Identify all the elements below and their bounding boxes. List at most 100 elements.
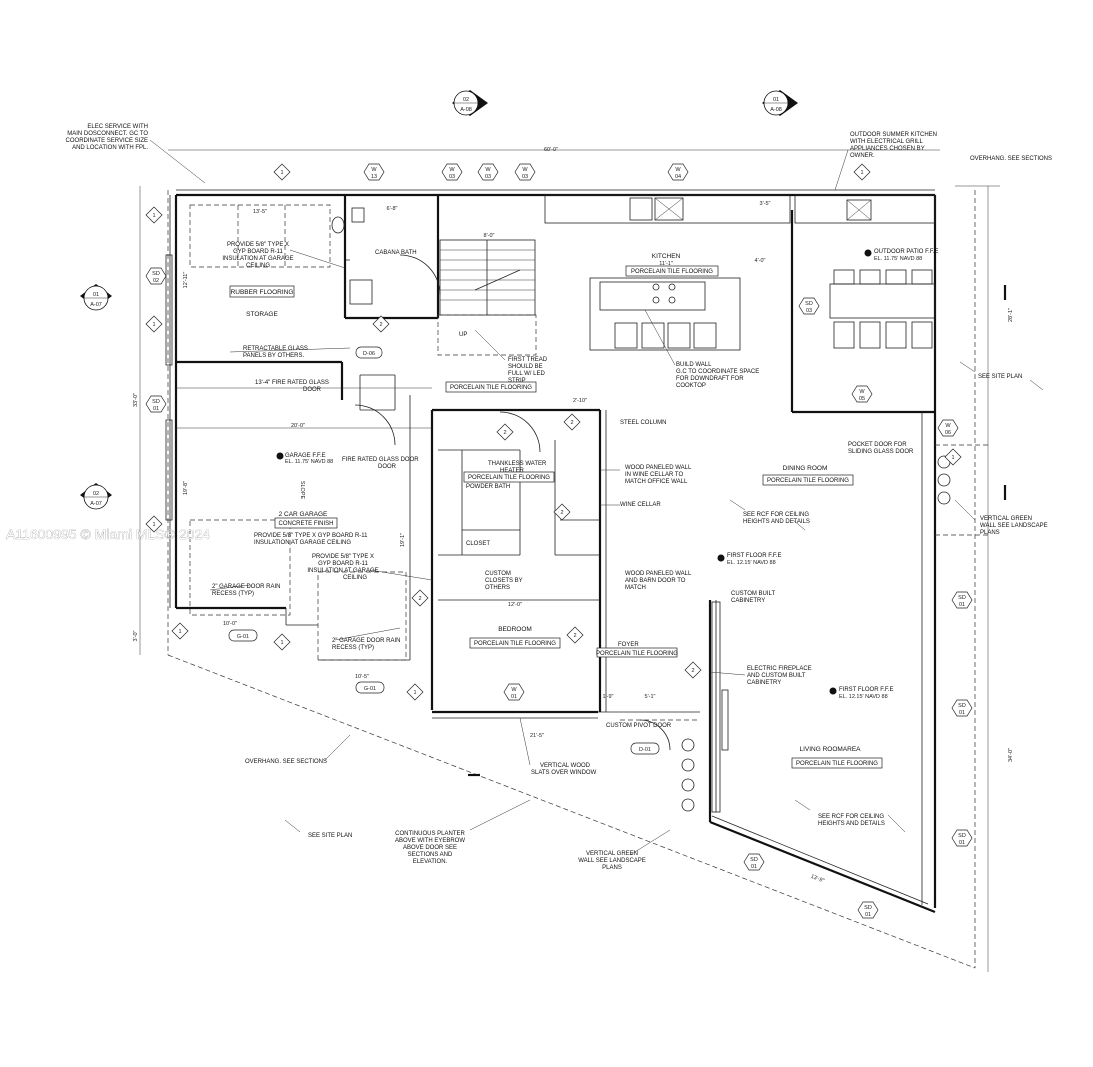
dining-floor-label: PORCELAIN TILE FLOORING — [767, 478, 849, 484]
svg-text:VERTICAL GREEN: VERTICAL GREEN — [586, 851, 638, 857]
sd-tag-01-b1: SD 01 — [743, 853, 765, 871]
svg-text:SD: SD — [958, 595, 966, 601]
door-tags: D-06 D-01 G-01 G-01 — [228, 346, 660, 755]
garage-label: 2 CAR GARAGE — [279, 511, 328, 518]
svg-text:SD: SD — [805, 301, 813, 307]
svg-text:SLIDING GLASS DOOR: SLIDING GLASS DOOR — [848, 449, 914, 455]
svg-text:2: 2 — [573, 633, 576, 639]
living-floor-label: PORCELAIN TILE FLOORING — [796, 761, 878, 767]
svg-text:MATCH: MATCH — [625, 585, 646, 591]
section-markers: 02 A-08 01 A-08 01 A-07 02 A-07 — [80, 90, 1007, 777]
dim-20-0: 20'-0" — [291, 423, 305, 429]
svg-text:SHOULD BE: SHOULD BE — [508, 364, 543, 370]
note-vertical-green-right: VERTICAL GREEN WALL SEE LANDSCAPE PLANS — [980, 516, 1048, 536]
svg-text:ELECTRIC FIREPLACE: ELECTRIC FIREPLACE — [747, 666, 812, 672]
svg-text:1: 1 — [152, 213, 155, 219]
window-tags: W 13 W 03 W 03 W 03 W 04 W 05 — [363, 163, 959, 701]
note-gyp1: PROVIDE 5/8" TYPE X GYP BOARD R-11 INSUL… — [222, 242, 293, 269]
svg-text:OTHERS: OTHERS — [485, 585, 510, 591]
svg-text:1: 1 — [178, 629, 181, 635]
exterior-walls — [169, 189, 937, 914]
svg-text:WALL SEE LANDSCAPE: WALL SEE LANDSCAPE — [578, 858, 646, 864]
svg-text:APPLIANCES CHOSEN BY: APPLIANCES CHOSEN BY — [850, 146, 925, 152]
svg-text:POCKET DOOR FOR: POCKET DOOR FOR — [848, 442, 907, 448]
foyer-label: FOYER — [618, 642, 639, 648]
door-tag-d01: D-01 — [630, 742, 660, 755]
svg-text:03: 03 — [522, 174, 528, 180]
svg-text:INSULATION AT GARAGE CEILING: INSULATION AT GARAGE CEILING — [254, 540, 351, 546]
svg-text:04: 04 — [675, 174, 681, 180]
svg-text:2: 2 — [691, 668, 694, 674]
svg-text:CONTINUOUS PLANTER: CONTINUOUS PLANTER — [395, 831, 465, 837]
svg-text:IN WINE CELLAR TO: IN WINE CELLAR TO — [625, 472, 683, 478]
ffe-markers — [276, 249, 872, 695]
steel-column-label: STEEL COLUMN — [620, 420, 666, 426]
foyer-floor-label: PORCELAIN TILE FLOORING — [596, 651, 678, 657]
dim-6-8: 6'-8" — [387, 206, 398, 212]
svg-text:COOKTOP: COOKTOP — [676, 383, 706, 389]
svg-text:2: 2 — [379, 322, 382, 328]
svg-text:W: W — [449, 167, 455, 173]
tag-1-l2: 1 — [145, 315, 163, 333]
living-details — [354, 254, 990, 813]
svg-text:ELEVATION.: ELEVATION. — [413, 859, 448, 865]
dim-overall-top: 60'-0" — [544, 147, 558, 153]
patio-table — [829, 269, 936, 349]
svg-text:03: 03 — [806, 308, 812, 314]
note-vertical-green-bottom: VERTICAL GREEN WALL SEE LANDSCAPE PLANS — [578, 851, 646, 871]
ff2-label: FIRST FLOOR F.F.E — [839, 687, 894, 693]
svg-text:COORDINATE SERVICE SIZE: COORDINATE SERVICE SIZE — [66, 138, 148, 144]
svg-text:CEILING: CEILING — [343, 575, 367, 581]
note-pocket: POCKET DOOR FOR SLIDING GLASS DOOR — [848, 442, 914, 455]
section-sheet-left-01: A-07 — [90, 302, 102, 308]
note-fire-glass: 13'-4" FIRE RATED GLASS DOOR — [255, 380, 329, 393]
svg-text:SD: SD — [958, 703, 966, 709]
section-num-left-01: 01 — [93, 292, 99, 298]
svg-text:CABINETRY: CABINETRY — [731, 598, 765, 604]
svg-text:SD: SD — [152, 271, 160, 277]
window-tag-13: W 13 — [363, 163, 385, 181]
tag-2-e: 2 — [411, 589, 429, 607]
svg-text:13: 13 — [371, 174, 377, 180]
svg-text:01: 01 — [865, 912, 871, 918]
svg-text:W: W — [859, 389, 865, 395]
dim-3-5: 3'-5" — [760, 201, 771, 207]
wine-cellar-label: WINE CELLAR — [620, 502, 661, 508]
slope-label: SLOPE — [299, 481, 305, 500]
tag-2-d: 2 — [553, 503, 571, 521]
note-build-wall: BUILD WALL G.C TO COORDINATE SPACE FOR D… — [676, 362, 759, 389]
svg-text:G-01: G-01 — [364, 686, 376, 692]
svg-text:OUTDOOR SUMMER KITCHEN: OUTDOOR SUMMER KITCHEN — [850, 132, 937, 138]
tag-1-l5: 1 — [273, 633, 291, 651]
dim-21-5: 21'-5" — [530, 733, 544, 739]
svg-text:HEATER: HEATER — [500, 468, 525, 474]
sd-tag-01-b2: SD 01 — [857, 901, 879, 919]
stair-up-label: UP — [459, 332, 467, 338]
svg-text:HEIGHTS AND DETAILS: HEIGHTS AND DETAILS — [743, 519, 810, 525]
svg-text:1: 1 — [860, 170, 863, 176]
note-overhang-bottom: OVERHANG. SEE SECTIONS — [245, 759, 327, 765]
dim-3-0: 3'-0" — [133, 630, 139, 641]
svg-text:1: 1 — [951, 455, 954, 461]
svg-text:PROVIDE 5/8" TYPE X GYP BOARD: PROVIDE 5/8" TYPE X GYP BOARD R-11 — [254, 533, 368, 539]
note-planter: CONTINUOUS PLANTER ABOVE WITH EYEBROW AB… — [395, 831, 466, 865]
sd-tag-01-left: SD 01 — [145, 395, 167, 413]
tag-2-f: 2 — [566, 626, 584, 644]
svg-text:D-01: D-01 — [639, 747, 651, 753]
kitchen-label: KITCHEN — [652, 253, 681, 260]
note-gyp2: PROVIDE 5/8" TYPE X GYP BOARD R-11 INSUL… — [254, 533, 368, 546]
svg-text:05: 05 — [859, 396, 865, 402]
svg-text:03: 03 — [449, 174, 455, 180]
svg-text:W: W — [675, 167, 681, 173]
tag-2-g: 2 — [684, 661, 702, 679]
svg-text:2: 2 — [560, 510, 563, 516]
note-fireplace: ELECTRIC FIREPLACE AND CUSTOM BUILT CABI… — [747, 666, 812, 686]
svg-text:1: 1 — [152, 322, 155, 328]
svg-text:1: 1 — [152, 522, 155, 528]
svg-text:HEIGHTS AND DETAILS: HEIGHTS AND DETAILS — [818, 821, 885, 827]
note-custom-closets: CUSTOM CLOSETS BY OTHERS — [485, 571, 523, 591]
bedroom-label: BEDROOM — [498, 626, 532, 633]
garage-details — [165, 204, 537, 661]
svg-text:MAIN DOSCONNECT. GC TO: MAIN DOSCONNECT. GC TO — [67, 131, 148, 137]
ff1-el-label: EL. 12.15' NAVD 88 — [727, 560, 776, 566]
